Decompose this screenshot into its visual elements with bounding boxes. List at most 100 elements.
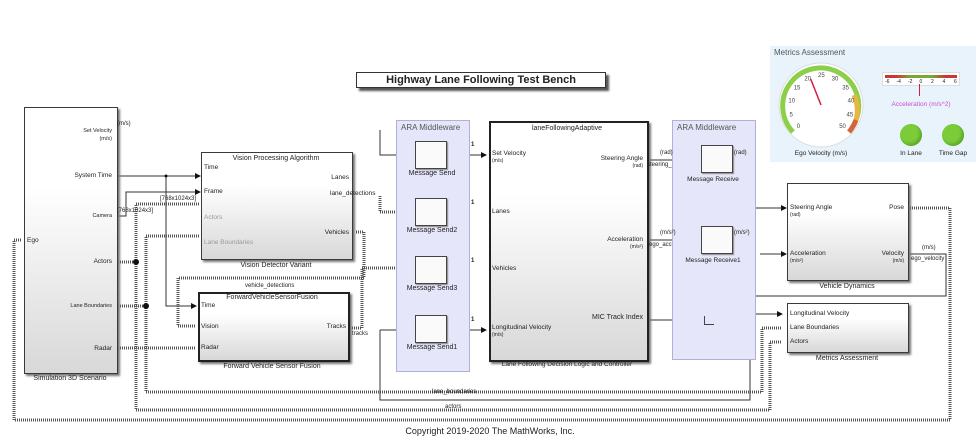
vehicle-dynamics-label: Vehicle Dynamics [819,283,875,290]
dyn-in-acceleration: Acceleration [790,250,826,257]
accel-tick-label: -6 [885,79,890,85]
simulation-3d-scenario-block[interactable] [24,107,118,374]
controller-block-title: laneFollowingAdaptive [531,125,603,132]
gauge-tick-label: 5 [789,112,793,118]
gauge-tick-label: 40 [848,98,855,104]
signal-vehicle-detections: vehicle_detections [245,283,295,289]
port-ego: Ego [27,237,39,244]
message-receive1-block[interactable] [701,226,733,254]
in-lane-lamp [900,124,922,146]
dashboard-title: Metrics Assessment [774,48,846,57]
ara-receive-title: ARA Middleware [677,123,737,132]
dyn-in-steering: Steering Angle [790,204,833,211]
acceleration-label: Acceleration (m/s^2) [891,101,951,108]
signal-ms2-out: (m/s²) [734,230,750,236]
scenario-label: Simulation 3D Scenario [33,375,107,382]
metrics-assessment-block[interactable] [787,303,909,353]
signal-rad-out: (rad) [734,150,747,156]
dyn-in-steering-unit: (rad) [790,212,801,218]
message-send3-block[interactable] [415,256,447,284]
message-send2-label: Message Send2 [406,227,458,234]
fusion-label: Forward Vehicle Sensor Fusion [223,363,321,370]
gauge-tick-label: 10 [788,98,795,104]
signal-ms-vel: (m/s) [922,245,936,251]
vision-out-lane-detections: lane_detections [330,190,376,197]
gauge-tick-label: 30 [832,76,839,82]
vision-in-actors: Actors [204,214,223,221]
accel-tick-label: -2 [908,79,913,85]
fusion-block-title: ForwardVehicleSensorFusion [226,294,318,301]
gauge-tick-label: 0 [797,124,801,130]
signal-tracks: tracks [352,331,369,337]
port-set-velocity-unit: (m/s) [99,136,112,142]
accel-tick-label: 2 [931,79,934,85]
message-send-block[interactable] [415,141,447,169]
signal-steering-angle: steering_angle [647,162,687,168]
model-title: Highway Lane Following Test Bench [356,72,606,88]
queue-size-4: 1 [471,317,475,323]
ctrl-in-vehicles: Vehicles [492,265,517,272]
gauge-needle [809,78,822,106]
fusion-in-time: Time [201,302,216,309]
accel-tick-label: -4 [896,79,901,85]
port-radar: Radar [94,345,112,352]
queue-size-1: 1 [471,142,475,148]
gauge-tick-label: 20 [804,76,811,82]
dyn-out-velocity-unit: (m/s) [892,258,904,264]
message-send-label: Message Send [408,170,456,177]
signal-ego-velocity: ego_velocity [911,256,945,262]
metrics-in-longitudinal-velocity: Longitudinal Velocity [790,310,850,317]
metrics-assessment-label: Metrics Assessment [815,355,879,362]
message-receive1-label: Message Receive1 [685,257,741,264]
time-gap-lamp [942,124,964,146]
lane-following-controller-block[interactable] [489,121,649,362]
fusion-out-tracks: Tracks [326,323,346,330]
gauge-tick-label: 35 [842,85,849,91]
forward-vehicle-sensor-fusion-block[interactable] [198,292,350,362]
message-send1-block[interactable] [415,315,447,343]
message-send3-label: Message Send3 [406,285,458,292]
vision-out-vehicles: Vehicles [324,229,349,236]
ctrl-in-longitudinal-velocity-unit: (m/s) [492,332,504,338]
ctrl-in-lanes: Lanes [492,208,510,215]
dyn-out-pose: Pose [889,204,904,211]
vehicle-dynamics-block[interactable] [787,183,909,281]
vision-label: Vision Detector Variant [240,262,312,269]
ctrl-out-acceleration-unit: (m/s²) [629,244,643,250]
gauge-tick-label: 50 [839,124,846,130]
metrics-in-actors: Actors [790,338,809,345]
signal-actors: actors [445,404,462,410]
accel-tick-label: 6 [954,79,957,85]
gauge-tick-label: 15 [794,85,801,91]
vision-in-lane-boundaries: Lane Boundaries [204,239,254,246]
message-receive-label: Message Receive [687,176,739,183]
fusion-in-vision: Vision [201,323,219,330]
vision-in-time: Time [204,164,219,171]
queue-size-2: 1 [471,200,475,206]
signal-dims-frame: [768x1024x3] [160,196,197,202]
metrics-in-lane-boundaries: Lane Boundaries [790,324,840,331]
gauge-tick-label: 45 [847,112,854,118]
signal-ms2-in: (m/s²) [660,230,676,236]
port-actors: Actors [93,258,112,265]
port-set-velocity: Set Velocity [83,128,112,134]
in-lane-label: In Lane [900,150,922,157]
message-receive-block[interactable] [701,145,733,173]
vision-detector-variant-block[interactable] [201,152,353,260]
message-send1-label: Message Send1 [406,344,458,351]
fusion-in-radar: Radar [201,344,219,351]
message-send2-block[interactable] [415,198,447,226]
signal-unit-ms: (m/s) [117,121,131,127]
signal-ego-acceleration: ego_acceleration [649,242,695,248]
terminator-block[interactable] [704,316,714,325]
ctrl-out-mic-track-index: MIC Track Index [592,314,643,321]
signal-rad-in: (rad) [660,150,673,156]
port-system-time: System Time [74,172,112,179]
ego-velocity-label: Ego Velocity (m/s) [794,150,848,157]
controller-label: Lane Following Decision Logic and Contro… [501,361,633,368]
dyn-in-acceleration-unit: (m/s²) [790,258,804,264]
port-camera: Camera [92,213,112,219]
accel-tick-label: 4 [942,79,946,85]
